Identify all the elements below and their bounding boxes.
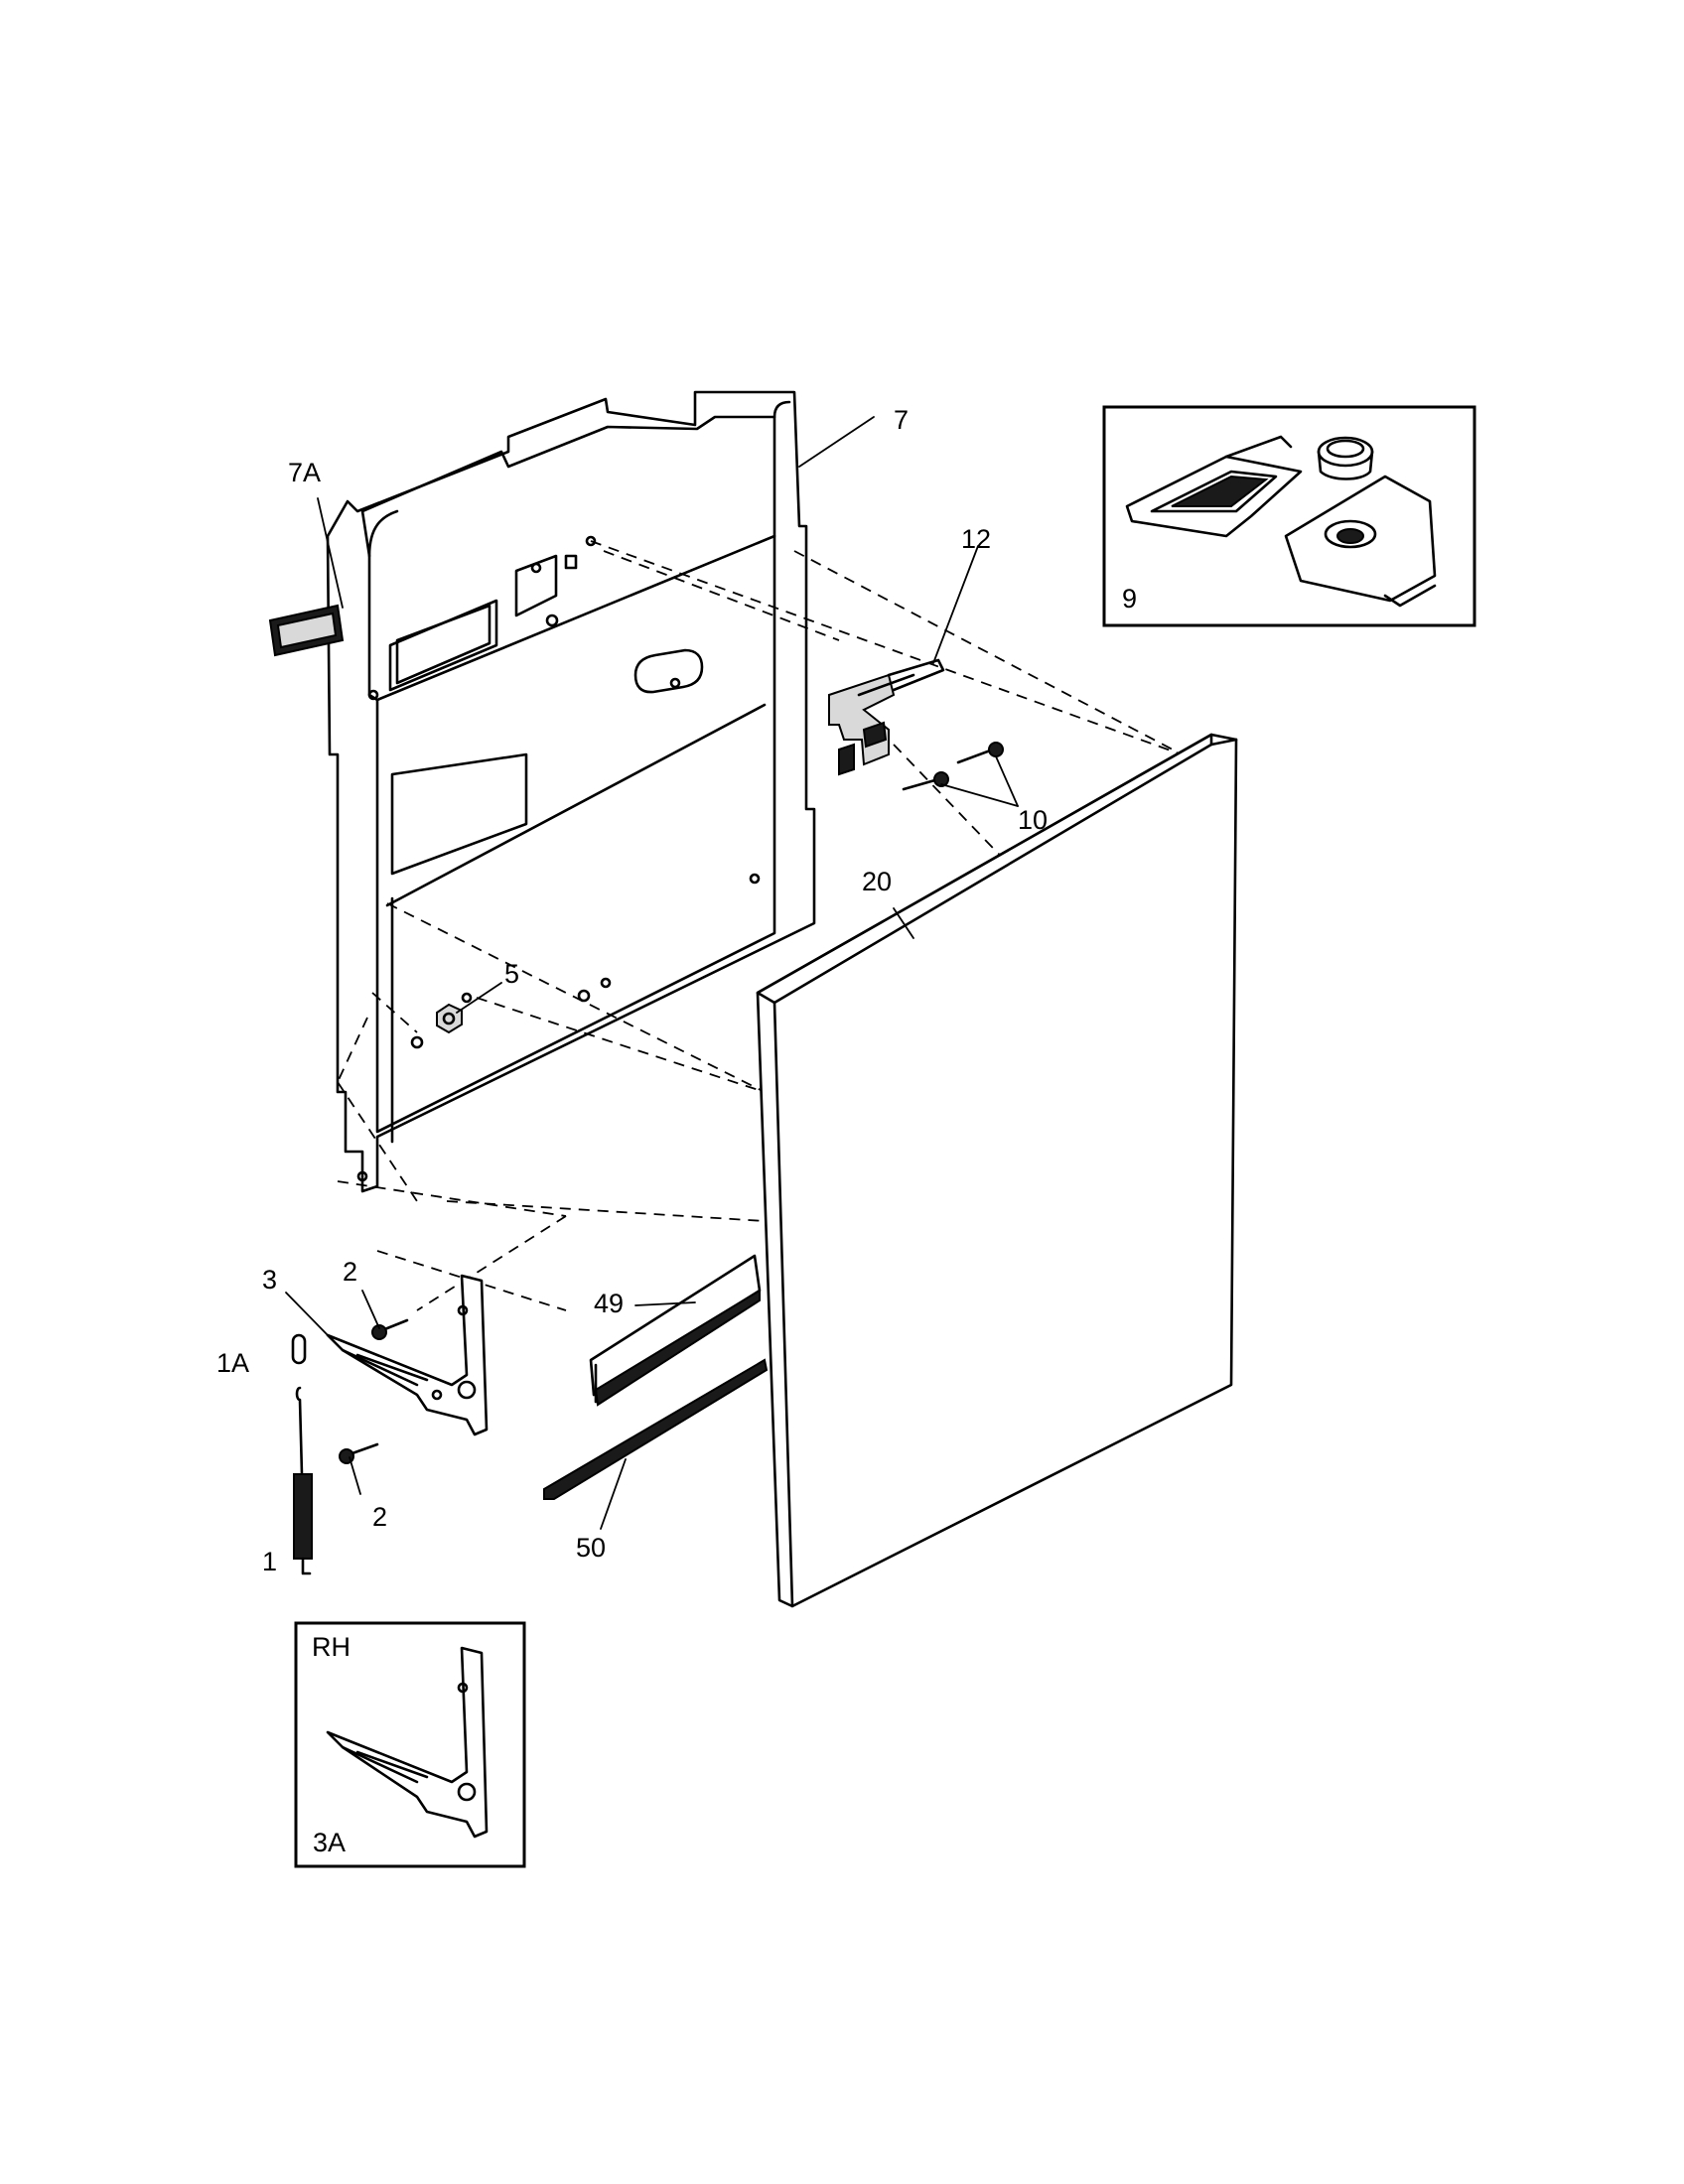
callout-20: 20 xyxy=(862,867,892,896)
callout-leader-lines xyxy=(285,416,1019,1530)
callout-3a: 3A xyxy=(313,1828,346,1857)
callout-9: 9 xyxy=(1122,584,1137,614)
spring-clip xyxy=(291,1333,307,1365)
callout-2-upper: 2 xyxy=(343,1257,357,1287)
inner-door-frame xyxy=(326,390,816,1193)
callout-50: 50 xyxy=(576,1533,606,1563)
callout-49: 49 xyxy=(594,1289,624,1318)
vent-grille xyxy=(268,604,345,657)
rh-hinge-inset xyxy=(294,1621,526,1868)
hinge-screws xyxy=(339,1318,409,1464)
outer-door-panel xyxy=(756,733,1238,1608)
callout-1: 1 xyxy=(262,1547,277,1576)
callout-12: 12 xyxy=(961,524,991,554)
callout-3: 3 xyxy=(262,1265,277,1295)
callout-10: 10 xyxy=(1018,805,1048,835)
callout-rh: RH xyxy=(312,1632,351,1662)
callout-7: 7 xyxy=(894,405,909,435)
callout-7a: 7A xyxy=(288,458,321,487)
dispenser-inset xyxy=(1102,405,1476,627)
hex-nut xyxy=(436,1003,463,1034)
callout-5: 5 xyxy=(504,959,519,989)
door-spring xyxy=(293,1386,313,1575)
callout-labels: 7 7A 12 10 20 5 9 3 2 2 1A 1 49 50 3A RH xyxy=(216,405,1137,1857)
trim-strips xyxy=(543,1254,769,1500)
door-latch xyxy=(828,658,945,776)
callout-1a: 1A xyxy=(216,1348,249,1378)
callout-2-lower: 2 xyxy=(372,1502,387,1532)
hinge-arm xyxy=(326,1274,489,1436)
latch-screws xyxy=(902,742,1004,791)
